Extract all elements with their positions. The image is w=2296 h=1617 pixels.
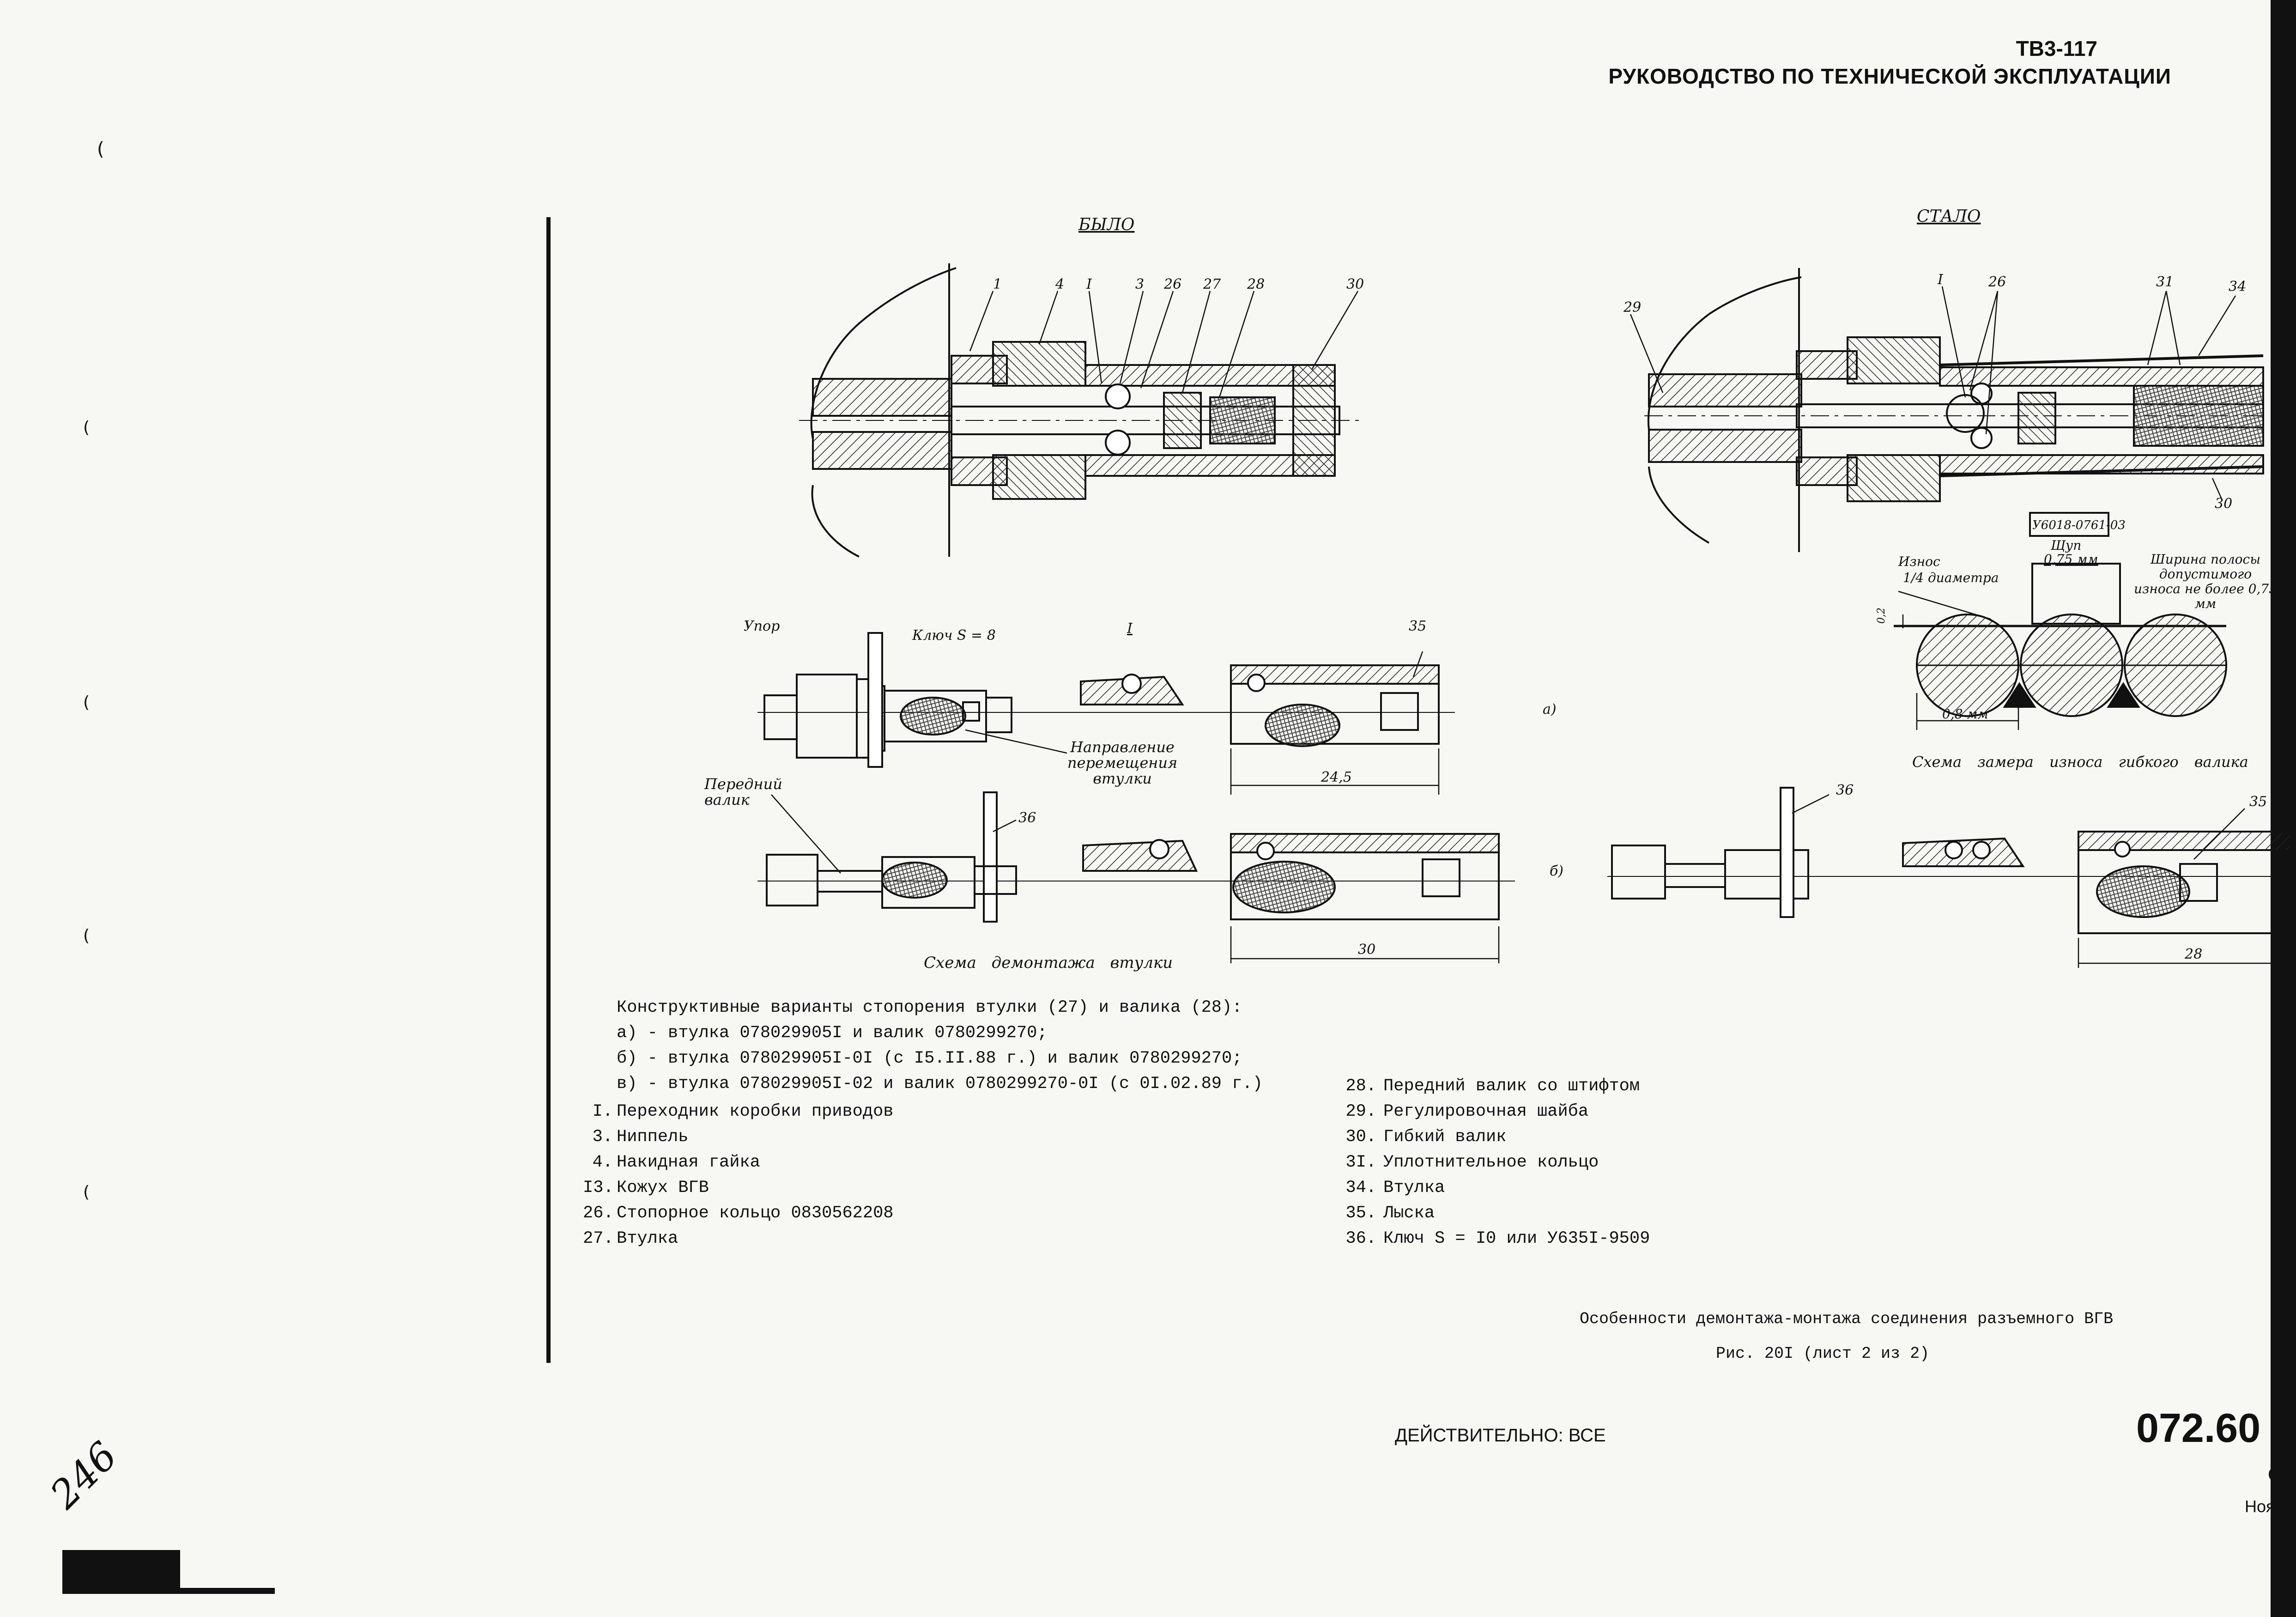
legend-right-num-3: 3I. <box>1345 1153 1376 1172</box>
direction-label: Направление перемещения втулки <box>1067 738 1178 787</box>
legend-right-text-3: Уплотнительное кольцо <box>1383 1153 1599 1172</box>
notes-variant-b: б) - втулка 078029905I-0I (с I5.II.88 г.… <box>617 1049 1242 1068</box>
num-36-after: 36 <box>1836 782 1854 798</box>
num-36-b: 36 <box>1018 810 1036 826</box>
legend-right-text-2: Гибкий валик <box>1383 1127 1507 1147</box>
dim-28: 28 <box>2184 946 2202 962</box>
variant-b-label: б) <box>1550 863 1563 879</box>
page-code: 072.60 <box>2136 1405 2261 1451</box>
callout-before-30: 30 <box>1346 276 1364 292</box>
scan-mark: ( <box>83 1183 90 1202</box>
num-35-a: 35 <box>1409 618 1426 634</box>
removal-row-a <box>757 632 1455 795</box>
callout-after-34: 34 <box>2229 279 2246 295</box>
notes-variant-c: в) - втулка 078029905I-02 и валик 078029… <box>617 1074 1263 1094</box>
legend-right-num-2: 30. <box>1345 1127 1376 1147</box>
notes-variant-a: а) - втулка 078029905I и валик 078029927… <box>617 1023 1048 1043</box>
legend-left-text-2: Накидная гайка <box>617 1153 760 1172</box>
doc-title: РУКОВОДСТВО ПО ТЕХНИЧЕСКОЙ ЭКСПЛУАТАЦИИ <box>1608 64 2171 88</box>
callout-after-29: 29 <box>1623 299 1641 316</box>
probe-size: 0,75 мм <box>2044 552 2098 567</box>
legend-right-num-4: 34. <box>1345 1178 1376 1198</box>
dim-08: 0,8 мм <box>1942 706 1988 722</box>
notes-intro: Конструктивные варианты стопорения втулк… <box>617 998 1242 1017</box>
callout-before-27: 27 <box>1203 276 1221 292</box>
legend-left-num-1: 3. <box>592 1127 613 1147</box>
legend-right-text-4: Втулка <box>1383 1178 1445 1198</box>
wear-fraction: 1/4 диаметра <box>1903 570 1999 585</box>
redaction-bar <box>62 1550 180 1594</box>
redaction-bar-line <box>180 1588 275 1594</box>
callout-before-28: 28 <box>1247 276 1265 292</box>
probe-label: Щуп <box>2050 538 2081 553</box>
gauge-code: У6018-0761-03 <box>2032 518 2126 532</box>
left-rule <box>546 217 551 1363</box>
legend-left-text-3: Кожух ВГВ <box>617 1178 709 1198</box>
legend-left-num-3: I3. <box>583 1178 614 1198</box>
legend-right-text-0: Передний валик со штифтом <box>1383 1076 1640 1096</box>
legend-left-num-0: I. <box>592 1102 613 1121</box>
page-label: Ст <box>2268 1465 2290 1485</box>
figure-caption-title: Особенности демонтажа-монтажа соединения… <box>1580 1310 2114 1328</box>
effectivity-label: ДЕЙСТВИТЕЛЬНО: ВСЕ <box>1395 1425 1606 1446</box>
key-label: Ключ S = 8 <box>912 627 996 644</box>
dim-30: 30 <box>1358 942 1375 958</box>
wear-caption: Схема замера износа гибкого валика <box>1912 753 2248 771</box>
legend-left-text-5: Втулка <box>617 1229 679 1248</box>
variant-a-label: а) <box>1543 701 1557 717</box>
callout-before-3: 3 <box>1135 276 1144 292</box>
dim-245: 24,5 <box>1321 769 1352 785</box>
page-edge-bar <box>2271 0 2296 1617</box>
band-label: Ширина полосы допустимого износа не боле… <box>2134 552 2277 611</box>
scan-mark: ( <box>83 926 90 945</box>
removal-caption: Схема демонтажа втулки <box>924 954 1173 972</box>
after-assembly <box>1644 268 2264 552</box>
figure-caption-number: Рис. 20I (лист 2 из 2) <box>1716 1344 1930 1363</box>
callout-after-26: 26 <box>1988 274 2006 290</box>
wear-label: Износ <box>1898 554 1940 569</box>
legend-right-text-5: Лыска <box>1383 1204 1435 1223</box>
scan-mark: ( <box>83 693 90 712</box>
after-leaders <box>1630 286 2236 499</box>
legend-right-num-6: 36. <box>1345 1229 1376 1248</box>
callout-after-i: I <box>1937 272 1944 288</box>
wear-scheme <box>1894 512 2227 730</box>
num-35-after: 35 <box>2249 794 2267 810</box>
doc-code: ТВ3-117 <box>2016 36 2097 61</box>
issue-date: Нояб <box>2245 1497 2285 1516</box>
callout-after-31: 31 <box>2156 274 2174 290</box>
label-before: БЫЛО <box>1078 215 1134 234</box>
scan-mark: ( <box>83 418 90 437</box>
scan-mark: ( <box>97 139 104 160</box>
stop-label: Упор <box>744 618 780 634</box>
legend-right-num-1: 29. <box>1345 1102 1376 1121</box>
legend-right-num-0: 28. <box>1345 1076 1376 1096</box>
callout-before-1: 1 <box>993 276 1002 292</box>
legend-left-num-5: 27. <box>583 1229 614 1248</box>
detail-label: I <box>1127 620 1133 637</box>
legend-left-text-1: Ниппель <box>617 1127 689 1147</box>
before-leaders <box>969 291 1359 398</box>
legend-left-num-2: 4. <box>592 1153 613 1172</box>
legend-right-text-1: Регулировочная шайба <box>1383 1102 1589 1121</box>
callout-before-i: I <box>1086 276 1092 292</box>
callout-before-26: 26 <box>1163 276 1181 292</box>
removal-row-b <box>757 791 1515 963</box>
dim-02: 0,2 <box>1876 608 1887 624</box>
legend-left-text-0: Переходник коробки приводов <box>617 1102 894 1121</box>
front-shaft-label: Передний валик <box>704 775 782 808</box>
legend-left-text-4: Стопорное кольцо 0830562208 <box>617 1204 894 1223</box>
legend-right-num-5: 35. <box>1345 1204 1376 1223</box>
legend-left-num-4: 26. <box>583 1204 614 1223</box>
removal-row-b-after <box>1607 787 2292 968</box>
label-after: СТАЛО <box>1917 207 1981 226</box>
callout-after-30: 30 <box>2215 496 2232 512</box>
callout-before-4: 4 <box>1055 276 1064 292</box>
legend-right-text-6: Ключ S = I0 или У635I-9509 <box>1383 1229 1650 1248</box>
before-assembly <box>799 263 1363 558</box>
